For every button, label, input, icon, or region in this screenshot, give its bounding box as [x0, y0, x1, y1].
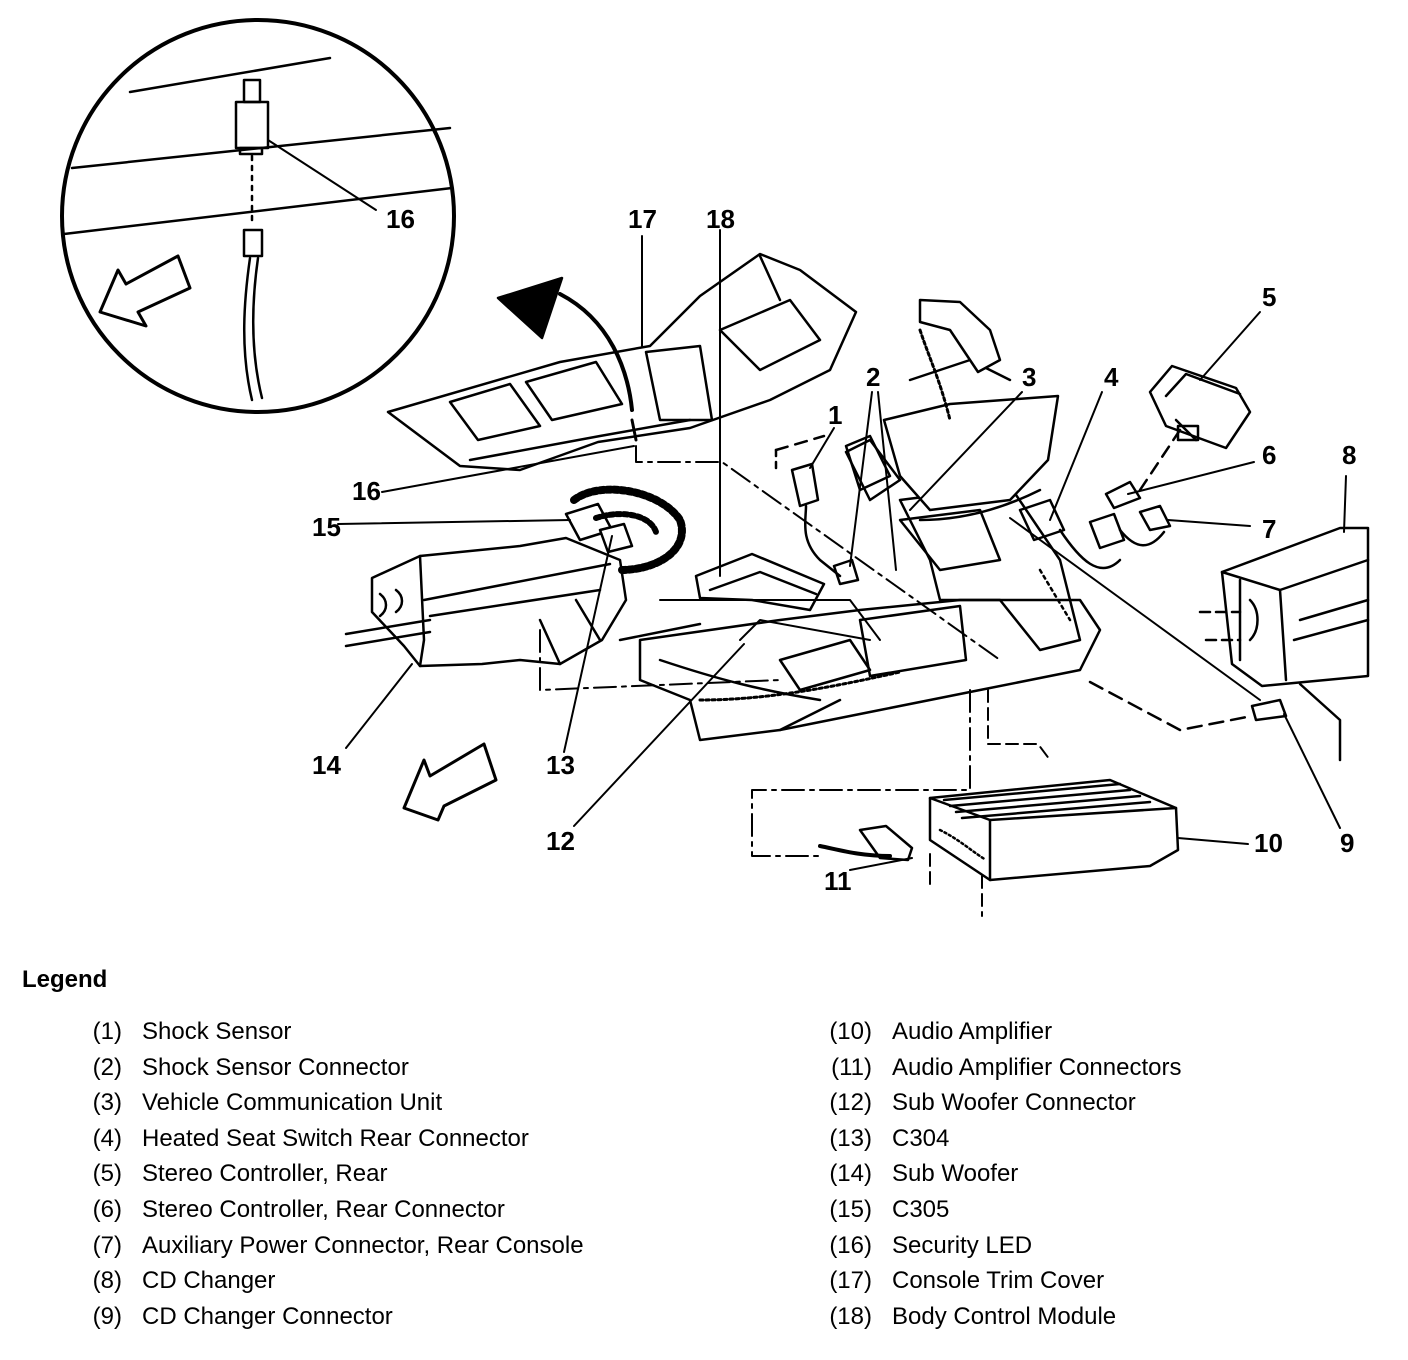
legend-item: (10) Audio Amplifier: [816, 1018, 1181, 1054]
legend-number: (6): [92, 1195, 122, 1223]
callout-17: 17: [628, 204, 657, 234]
legend-label: Auxiliary Power Connector, Rear Console: [142, 1231, 584, 1259]
callout-10: 10: [1254, 828, 1283, 858]
legend-right-column: (10) Audio Amplifier (11) Audio Amplifier …: [816, 1018, 1181, 1338]
removal-arrow: [498, 278, 632, 410]
legend-item: (11) Audio Amplifier Connectors: [816, 1054, 1181, 1090]
legend-item: (7) Auxiliary Power Connector, Rear Conso…: [66, 1232, 584, 1268]
legend-number: (5): [92, 1160, 122, 1188]
legend-number: (7): [92, 1231, 122, 1259]
detail-inset: [62, 20, 454, 412]
legend-label: Sub Woofer Connector: [892, 1089, 1136, 1117]
legend-item: (2) Shock Sensor Connector: [66, 1054, 584, 1090]
legend-label: CD Changer: [142, 1267, 276, 1295]
legend-label: Shock Sensor Connector: [142, 1053, 409, 1081]
callout-1: 1: [828, 400, 842, 430]
legend-label: Shock Sensor: [142, 1018, 292, 1045]
legend-number: (10): [829, 1018, 872, 1045]
cd-changer-shape: [1222, 528, 1368, 686]
legend-label: Stereo Controller, Rear Connector: [142, 1195, 505, 1223]
legend-item: (5) Stereo Controller, Rear: [66, 1160, 584, 1196]
callout-11: 11: [824, 866, 852, 896]
audio-amplifier-connectors-shape: [820, 826, 912, 860]
callout-3: 3: [1022, 362, 1036, 392]
legend-label: C304: [892, 1124, 950, 1152]
legend-item: (12) Sub Woofer Connector: [816, 1089, 1181, 1125]
legend-label: Vehicle Communication Unit: [142, 1089, 443, 1117]
legend-number: (1): [92, 1018, 122, 1045]
callout-12: 12: [546, 826, 575, 856]
legend-item: (18) Body Control Module: [816, 1303, 1181, 1339]
legend-item: (9) CD Changer Connector: [66, 1303, 584, 1339]
wire-harness-lines: [540, 446, 1050, 916]
legend-number: (13): [829, 1124, 872, 1152]
callout-2: 2: [866, 362, 880, 392]
legend-label: Console Trim Cover: [892, 1267, 1105, 1295]
callout-13: 13: [546, 750, 575, 780]
legend-label: Sub Woofer: [892, 1160, 1019, 1188]
legend-item: (13) C304: [816, 1125, 1181, 1161]
connector-cluster-shape: [1020, 430, 1180, 568]
legend-item: (1) Shock Sensor: [66, 1018, 584, 1054]
legend-number: (18): [829, 1302, 872, 1330]
legend-item: (6) Stereo Controller, Rear Connector: [66, 1196, 584, 1232]
legend-item: (3) Vehicle Communication Unit: [66, 1089, 584, 1125]
legend-label: C305: [892, 1195, 950, 1223]
legend-item: (4) Heated Seat Switch Rear Connector: [66, 1125, 584, 1161]
callout-8: 8: [1342, 440, 1356, 470]
callout-6: 6: [1262, 440, 1276, 470]
stereo-controller-shape: [1150, 366, 1250, 448]
legend-number: (17): [829, 1267, 872, 1295]
legend-number: (14): [829, 1160, 872, 1188]
shock-sensor-shape: [776, 436, 858, 584]
callout-18: 18: [706, 204, 735, 234]
leader-lines: [338, 236, 1346, 870]
audio-amplifier-shape: [930, 780, 1178, 880]
legend-number: (3): [92, 1089, 122, 1117]
callout-7: 7: [1262, 514, 1276, 544]
legend-number: (4): [92, 1124, 122, 1152]
legend-number: (8): [92, 1267, 122, 1295]
console-base-shape: [620, 440, 1100, 740]
vcu-shape: [846, 300, 1058, 520]
legend-item: (16) Security LED: [816, 1232, 1181, 1268]
legend-number: (15): [829, 1195, 872, 1223]
callout-4: 4: [1104, 362, 1119, 392]
legend-label: Security LED: [892, 1231, 1033, 1259]
legend-number: (2): [92, 1053, 122, 1081]
callout-16-main: 16: [352, 476, 381, 506]
body-control-module-shape: [660, 230, 880, 640]
legend-label: Audio Amplifier: [892, 1018, 1053, 1045]
legend-label: Heated Seat Switch Rear Connector: [142, 1124, 529, 1152]
legend-item: (8) CD Changer: [66, 1267, 584, 1303]
legend-number: (12): [829, 1089, 872, 1117]
security-led-connector-shape: [236, 80, 268, 400]
legend-left-column: (1) Shock Sensor (2) Shock Sensor Connecto…: [66, 1018, 584, 1338]
forward-arrow-inset: [100, 256, 190, 326]
legend-number: (9): [92, 1302, 122, 1330]
callout-9: 9: [1340, 828, 1354, 858]
legend-label: Body Control Module: [892, 1302, 1117, 1330]
legend-item: (15) C305: [816, 1196, 1181, 1232]
legend-number: (16): [829, 1231, 872, 1259]
legend-label: CD Changer Connector: [142, 1302, 393, 1330]
callout-16-inset: 16: [386, 204, 415, 234]
legend-item: (14) Sub Woofer: [816, 1160, 1181, 1196]
harness-c304-c305-shape: [566, 490, 682, 570]
leader-16-inset: [268, 140, 376, 210]
callout-15: 15: [312, 512, 341, 542]
component-locator-diagram: 1 2 3 4 5 6 7 8 9 10 11 12 13 14 15 16 1…: [0, 0, 1408, 940]
callout-14: 14: [312, 750, 341, 780]
legend-number: (11): [831, 1053, 872, 1081]
legend-label: Stereo Controller, Rear: [142, 1160, 388, 1188]
forward-arrow-lower: [404, 744, 496, 820]
sub-woofer-shape: [346, 538, 626, 666]
legend-title: Legend: [22, 966, 108, 993]
legend-label: Audio Amplifier Connectors: [892, 1053, 1182, 1081]
cd-changer-connector-shape: [1010, 518, 1340, 760]
callout-5: 5: [1262, 282, 1276, 312]
legend-item: (17) Console Trim Cover: [816, 1267, 1181, 1303]
